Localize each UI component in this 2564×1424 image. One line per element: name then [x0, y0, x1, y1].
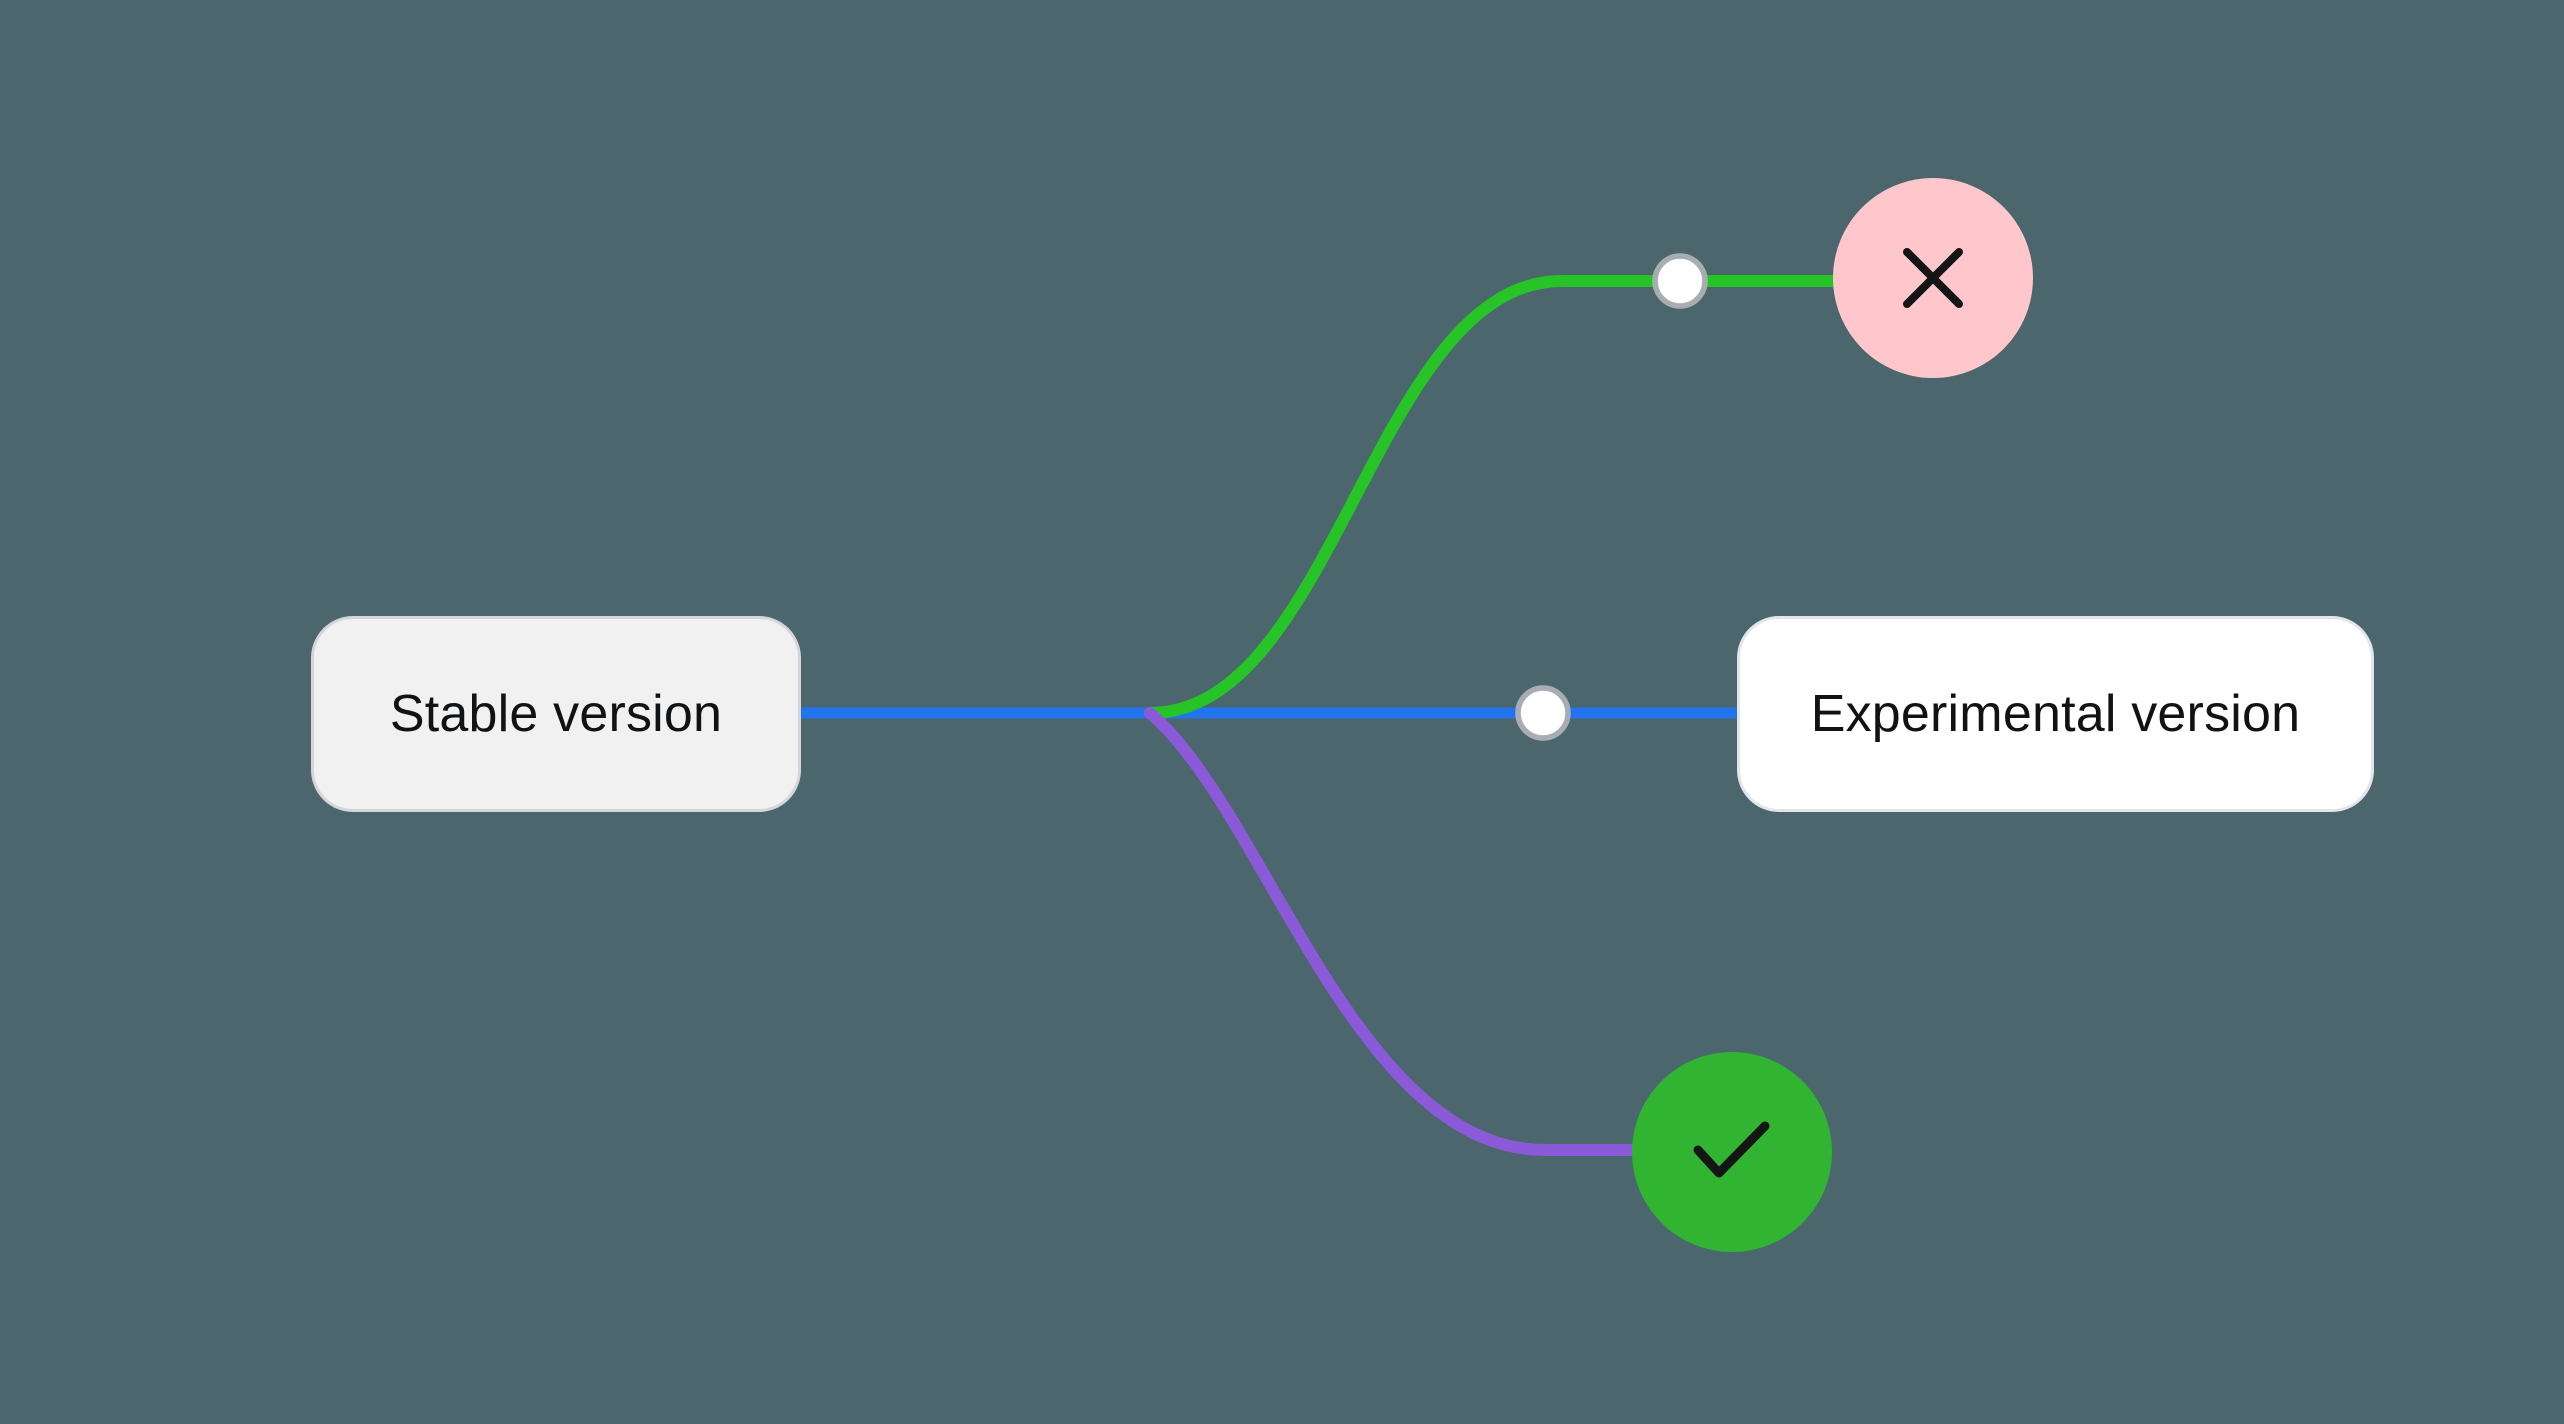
- commit-dot-fail-branch: [1652, 253, 1708, 309]
- stable-version-label: Stable version: [389, 685, 723, 743]
- experimental-version-label: Experimental version: [1810, 685, 2301, 743]
- check-icon: [1693, 1121, 1770, 1178]
- success-branch-path: [1144, 707, 1642, 1156]
- x-icon: [1903, 248, 1963, 308]
- node-experimental-version: Experimental version: [1737, 616, 2374, 812]
- fail-marker-node: [1833, 178, 2033, 378]
- success-marker-node: [1632, 1052, 1832, 1252]
- commit-dot-main-line: [1515, 685, 1571, 741]
- node-stable-version: Stable version: [311, 616, 801, 812]
- fail-branch-path: [1144, 275, 1842, 719]
